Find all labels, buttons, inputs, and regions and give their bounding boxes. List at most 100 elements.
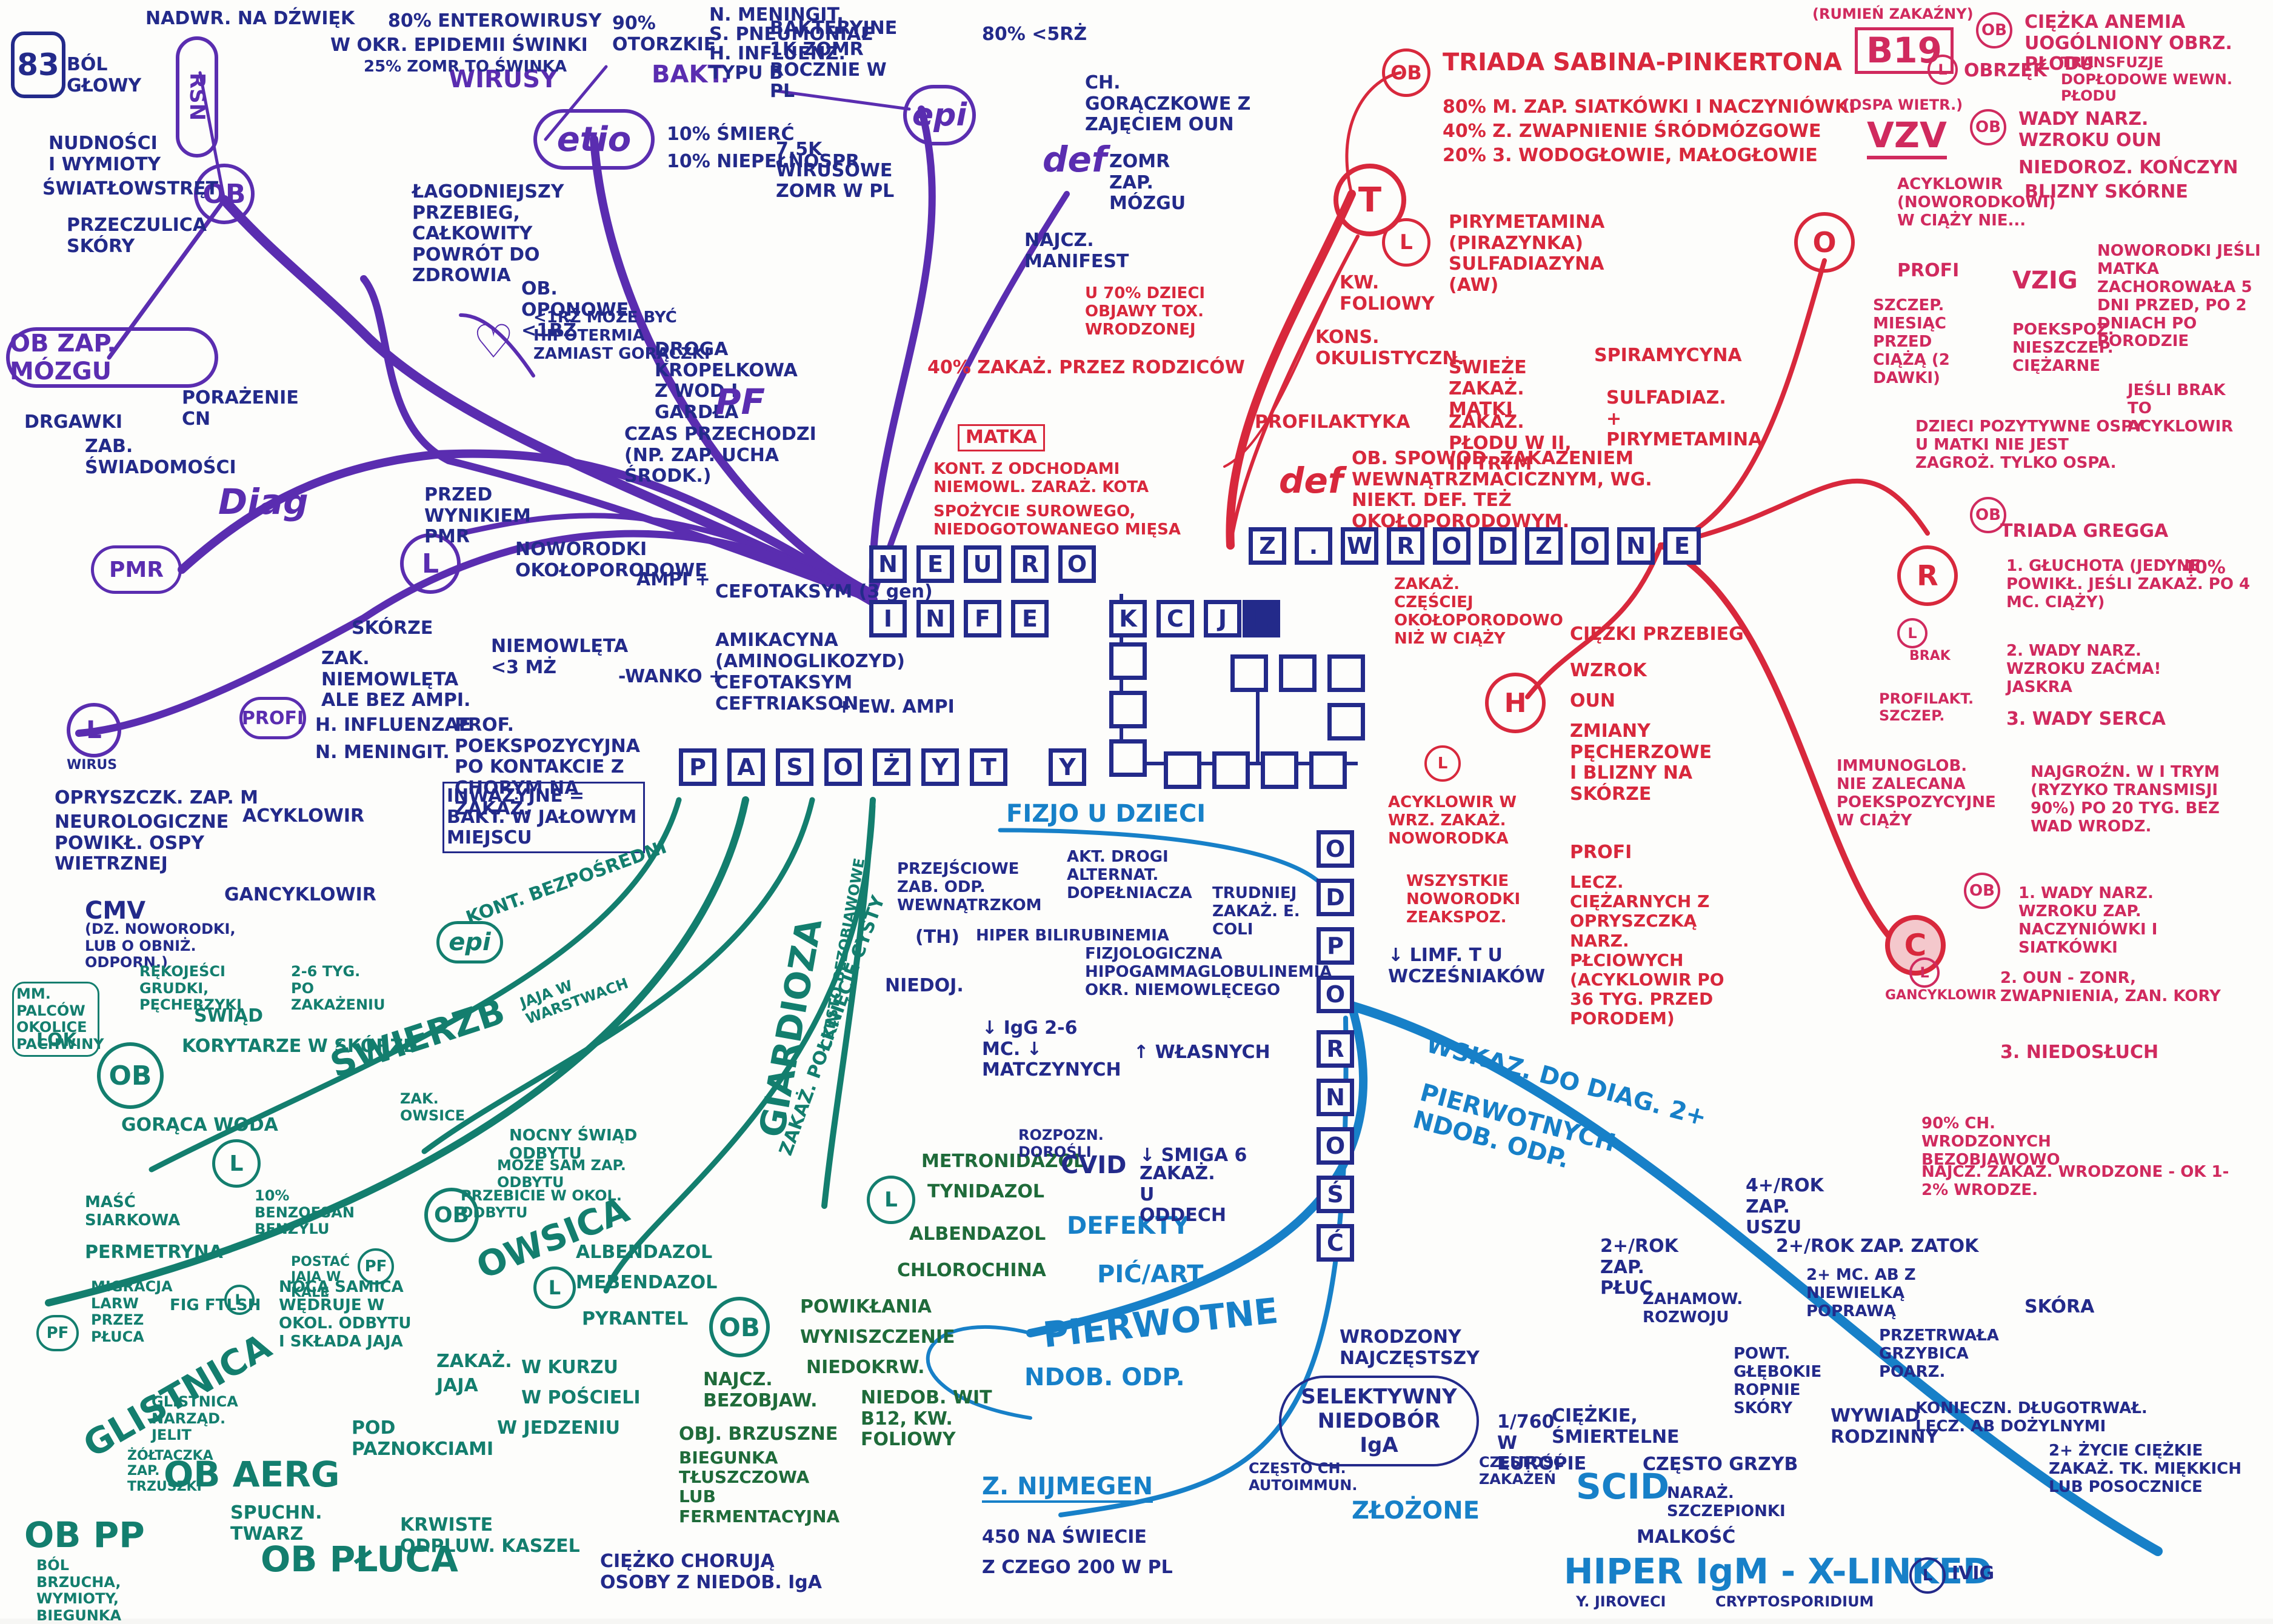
sw-l-node: L <box>212 1139 261 1188</box>
ow-poscieli: W POŚCIELI <box>521 1387 641 1408</box>
selekt-4: CZĘSTOŚĆ ZAKAŻEŃ <box>1479 1454 1564 1488</box>
r-node: R <box>1897 545 1958 606</box>
c-1: 1. WADY NARZ. WZROKU ZAP. NACZYNIÓWKI I … <box>2018 884 2158 957</box>
gi-l-3: ALBENDAZOL <box>909 1223 1046 1245</box>
wskaz-4: 2+ MC. AB Z NIEWIELKĄ POPRAWĄ <box>1806 1266 1916 1320</box>
letter-box: O <box>1317 830 1354 868</box>
letter-box: E <box>1011 600 1049 637</box>
gancyk: GANCYKLOWIR <box>1885 988 1997 1003</box>
zomr-10: 10% ŚMIERĆ <box>667 124 795 145</box>
def-wr-label: def <box>1279 460 1344 501</box>
gregg-1: 1. GŁUCHOTA (JEDYNE POWIKŁ. JEŚLI ZAKAŻ.… <box>2006 557 2251 611</box>
gregg-3: 3. WADY SERCA <box>2006 708 2166 730</box>
ow-pf-node: PF <box>358 1248 394 1285</box>
letter-box: T <box>970 748 1007 786</box>
gi-l-node: L <box>867 1176 915 1224</box>
wskaz-10: WYWIAD RODZINNY <box>1831 1405 1939 1448</box>
fizjo-1: PRZEJŚCIOWE ZAB. ODP. WEWNĄTRZKOM <box>897 860 1042 914</box>
sw-3: KORYTARZE W SKÓRZE <box>182 1036 416 1057</box>
vzig: VZIG <box>2012 267 2078 295</box>
h-profi-1: LECZ. CIĘŻARNYCH Z OPRYSZCZKĄ NARZ. PŁCI… <box>1570 872 1724 1029</box>
wskaz-2: 2+/ROK ZAP. ZATOK <box>1776 1236 1979 1257</box>
sw-l-1: GORĄCA WODA <box>121 1114 278 1136</box>
brak-l: BRAK <box>1909 648 1951 664</box>
epi-bakt: BAKTERYJNE 1K ZOMR ROCZNIE W PL <box>770 18 898 102</box>
r-l-circle: L <box>1897 618 1928 648</box>
letter-box: O <box>1317 1127 1354 1165</box>
vzv-ob-circle: OB <box>1970 109 2006 145</box>
gregg-40: 40% <box>2182 557 2226 578</box>
letter-box: J <box>1204 600 1241 637</box>
ow-jaja: JAJA <box>436 1375 478 1396</box>
zlozone-label: ZŁOŻONE <box>1352 1497 1480 1525</box>
chain-box <box>1109 642 1147 680</box>
fizjo-label: FIZJO U DZIECI <box>1006 800 1206 828</box>
matka-list-2: SPOŻYCIE SUROWEGO, NIEDOGOTOWANEGO MIĘSA <box>933 502 1181 539</box>
letter-box: P <box>1317 927 1354 965</box>
porazenie-text: PORAŻENIE CN <box>182 387 299 430</box>
letter-box: Z <box>1249 527 1286 565</box>
h-1: CIĘŻKI PRZEBIEG <box>1570 624 1744 645</box>
dd-text: DROGA KROPELKOWA Z WOD I GARDŁA <box>655 339 798 423</box>
pic-label: PIĆ/ART <box>1097 1260 1204 1288</box>
etio-node: etio <box>533 109 655 170</box>
cvid-1: ROZPOZN. DOROŚLI <box>1018 1126 1104 1160</box>
gi-ob-1: NAJCZ. BEZOBJAW. <box>703 1369 818 1411</box>
wskaz-1: 4+/ROK ZAP. USZU <box>1746 1175 1824 1238</box>
sw-l-4: 10% BENZOESAN BENZYLU <box>255 1187 355 1238</box>
cvid-2: ↓ SMIGA 6 <box>1140 1145 1247 1166</box>
letter-box: I <box>869 600 907 637</box>
gi-ciezko: CIĘŻKO CHORUJĄ OSOBY Z NIEDOB. IgA <box>600 1551 822 1593</box>
prof-text: PROF. POEKSPOZYCYJNA PO KONTAKCIE Z CHOR… <box>455 714 640 819</box>
c-3: 3. NIEDOSŁUCH <box>2000 1042 2159 1063</box>
matka-list-1: KONT. Z ODCHODAMI NIEMOWL. ZARAŻ. KOTA <box>933 460 1149 496</box>
szczep: SZCZEP. MIESIĄC PRZED CIĄŻĄ (2 DAWKI) <box>1873 296 1950 387</box>
def-text: CH. GORĄCZKOWE Z ZAJĘCIEM OUN <box>1085 72 1251 135</box>
vzig-2: POEKSPOZ. NIESZCZEP. CIĘŻARNE <box>2012 321 2114 375</box>
ow-2: MOŻE SAM ZAP. ODBYTU <box>497 1157 626 1191</box>
wirusy-label: WIRUSY <box>449 65 558 93</box>
letter-box: O <box>1571 527 1609 565</box>
cmv-sub: (DZ. NOWORODKI, LUB O OBNIŻ. ODPORN.) <box>85 920 236 971</box>
fizjo-4: NIEDOJ. <box>885 975 964 996</box>
vzv-label: VZV <box>1867 115 1947 159</box>
matka-40: 40% ZAKAŻ. PRZEZ RODZICÓW <box>927 357 1245 378</box>
epi-sw-node: epi <box>436 921 503 963</box>
chain-box <box>1230 654 1268 692</box>
chain-box <box>1279 654 1317 692</box>
b19-rumien: (RUMIEŃ ZAKAŹNY) <box>1812 5 1974 22</box>
ow-ob-node: OB <box>424 1188 479 1242</box>
ob-pp-1: BÓL BRZUCHA, WYMIOTY, BIEGUNKA <box>36 1557 122 1624</box>
wskaz-8: SKÓRA <box>2024 1296 2095 1317</box>
letter-box: K <box>1109 600 1147 637</box>
nijmegen-2: Z CZEGO 200 W PL <box>982 1557 1173 1578</box>
sulfadiaz: SULFADIAZ. + PIRYMETAMINA <box>1606 387 1763 450</box>
ewampi: + EW. AMPI <box>836 696 955 717</box>
zakaz-pl: ZAKAŻ. PŁODU W II, III TRYM <box>1449 411 1572 474</box>
zomr-10b: 10% NIEPEŁNOSPR. <box>667 151 867 172</box>
gi-ob-2: OBJ. BRZUSZNE <box>679 1423 838 1445</box>
b19-l-circle: L <box>1928 55 1958 85</box>
hiper-3: CRYPTOSPORIDIUM <box>1715 1593 1874 1610</box>
gl-mg: GLISTNICA NARZĄD. JELIT <box>152 1393 238 1444</box>
ow-l-3: PYRANTEL <box>582 1308 689 1329</box>
selekt-1: WRODZONY NAJCZĘSTSZY <box>1340 1326 1480 1369</box>
gi-powik-2: NIEDOKRW. <box>806 1357 925 1378</box>
letter-box: O <box>824 748 862 786</box>
c-2: 2. OUN - ZONR, ZWAPNIENIA, ZAN. KORY <box>2000 969 2221 1005</box>
letter-box: N <box>1617 527 1655 565</box>
wskaz-3: 2+/ROK ZAP. PŁUC <box>1600 1236 1678 1299</box>
lok: LOK <box>36 1030 77 1051</box>
ow-l-1: ALBENDAZOL <box>576 1242 713 1263</box>
selekt-3: CZĘSTO CH. AUTOIMMUN. <box>1249 1460 1358 1494</box>
chain-box <box>1261 751 1298 789</box>
letter-box: N <box>869 545 907 583</box>
vzv-3: BLIZNY SKÓRNE <box>2024 181 2188 202</box>
ceftaksym: CEFOTAKSYM (3 gen) <box>715 581 933 602</box>
immunoglob: IMMUNOGLOB. NIE ZALECANA POEKSPOZYCYJNE … <box>1837 757 1996 830</box>
t-node: T <box>1333 164 1406 236</box>
vzv-last: DZIECI POZYTYWNE OSPY U MATKI NIE JEST Z… <box>1915 418 2144 472</box>
zak-niem: ZAK. NIEMOWLĘTA ALE BEZ AMPI. <box>321 648 471 711</box>
